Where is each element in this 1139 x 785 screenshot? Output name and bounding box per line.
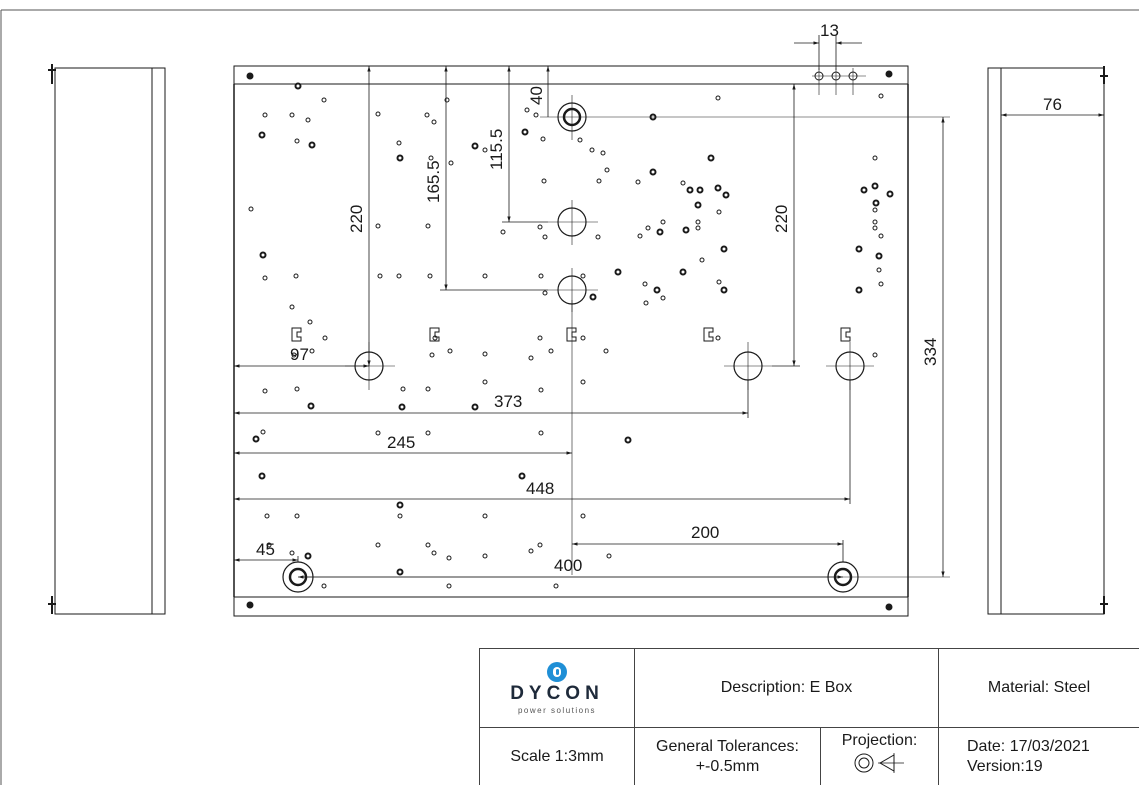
material: Material: Steel: [987, 679, 1091, 696]
dim-245: 245: [387, 433, 415, 452]
dim-220-left: 220: [347, 205, 366, 233]
title-block: DYCON power solutions Description: E Box…: [479, 648, 1139, 785]
left-side-view: [48, 64, 166, 615]
logo-name: DYCON: [510, 683, 604, 704]
tolerances-label: General Tolerances:: [656, 737, 799, 755]
general-tolerances: General Tolerances: +-0.5mm: [635, 728, 820, 785]
date-version: Date: 17/03/2021 Version:19: [939, 728, 1139, 785]
dim-334: 334: [921, 338, 940, 366]
dim-448: 448: [526, 479, 554, 498]
dim-200: 200: [691, 523, 719, 542]
dim-373: 373: [494, 392, 522, 411]
dim-13: 13: [820, 21, 839, 40]
right-side-view: [987, 66, 1108, 615]
logo-tagline: power solutions: [517, 706, 597, 715]
date: Date: 17/03/2021: [967, 737, 1090, 755]
company-logo: DYCON power solutions: [480, 649, 634, 727]
dim-115-5: 115.5: [487, 129, 506, 170]
logo-mark-icon: [547, 662, 567, 682]
dim-97: 97: [290, 345, 309, 364]
projection-symbol-icon: [854, 753, 904, 773]
description: Description: E Box: [720, 679, 853, 696]
sheet-border: [0, 9, 1139, 785]
projection-label: Projection:: [841, 732, 918, 749]
projection: Projection:: [821, 728, 938, 785]
dim-220-right: 220: [772, 205, 791, 233]
dim-45: 45: [256, 540, 275, 559]
version: Version:19: [967, 757, 1043, 775]
small-holes: [248, 82, 894, 589]
tolerances-value: +-0.5mm: [695, 757, 760, 775]
scale: Scale 1:3mm: [510, 747, 604, 765]
connector-holes: [246, 68, 893, 611]
dim-400: 400: [554, 556, 582, 575]
dimension-lines: [234, 35, 1104, 579]
dim-40: 40: [527, 86, 546, 105]
mounting-holes-large: [282, 102, 865, 593]
terminal-markers: [291, 327, 851, 342]
dim-165-5: 165.5: [424, 160, 443, 203]
dim-76: 76: [1043, 95, 1062, 114]
